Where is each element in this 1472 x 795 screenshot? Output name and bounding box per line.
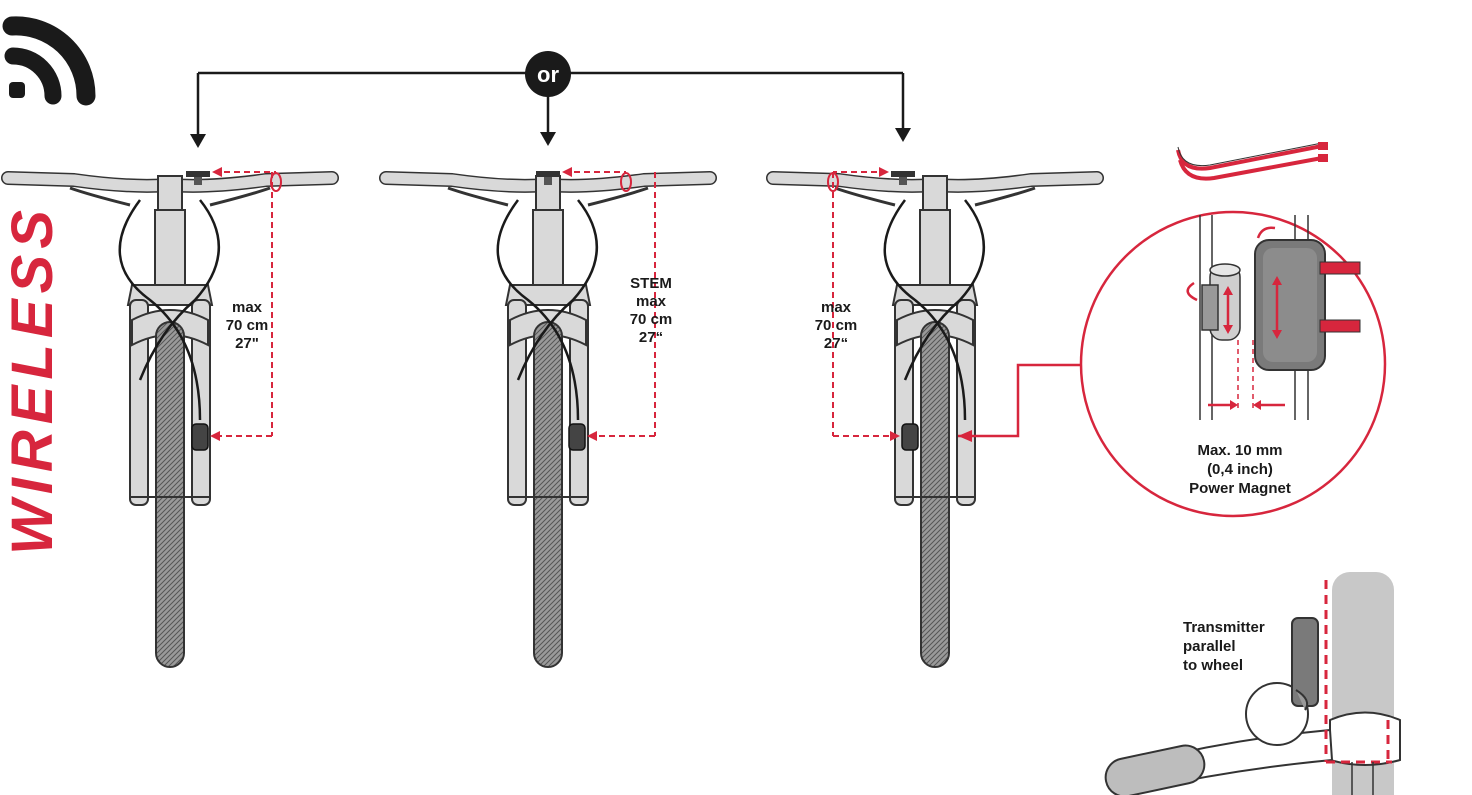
or-connector: or [190,51,911,148]
arrow-down-icon [190,134,206,148]
speed-sensor [568,423,586,451]
magnet-note: Max. 10 mm [1197,442,1282,459]
arrow-down-icon [540,132,556,146]
distance-label: 27“ [639,329,663,346]
speed-sensor [901,423,919,451]
transmitter-note: Transmitter [1183,619,1265,636]
arrow-down-icon [895,128,911,142]
cable-tie-icon [1176,142,1328,181]
bike-computer [536,171,560,177]
front-tire [920,321,950,668]
wireless-signal-icon [2,16,96,106]
or-badge [525,51,571,97]
bike-computer [186,171,210,177]
front-tire [533,321,563,668]
transmitter-note: parallel [1183,638,1236,655]
distance-label: STEM [630,275,672,292]
transmitter-detail: Transmitter parallel to wheel [1104,572,1401,795]
distance-label: max [636,293,667,310]
distance-label: 27“ [824,335,848,352]
magnet-note: (0,4 inch) [1207,461,1273,478]
magnet-note: Power Magnet [1189,480,1291,497]
side-title: WIRELESS [0,204,65,555]
distance-label: 27" [235,335,259,352]
distance-label: max [821,299,852,316]
or-label: or [537,62,559,87]
distance-label: 70 cm [226,317,269,334]
distance-label: 70 cm [815,317,858,334]
transmitter-note: to wheel [1183,657,1243,674]
distance-label: 70 cm [630,311,673,328]
magnet-detail: Max. 10 mm (0,4 inch) Power Magnet [958,210,1387,518]
bike-computer [891,171,915,177]
distance-label: max [232,299,263,316]
speed-sensor [191,423,209,451]
front-tire [155,321,185,668]
